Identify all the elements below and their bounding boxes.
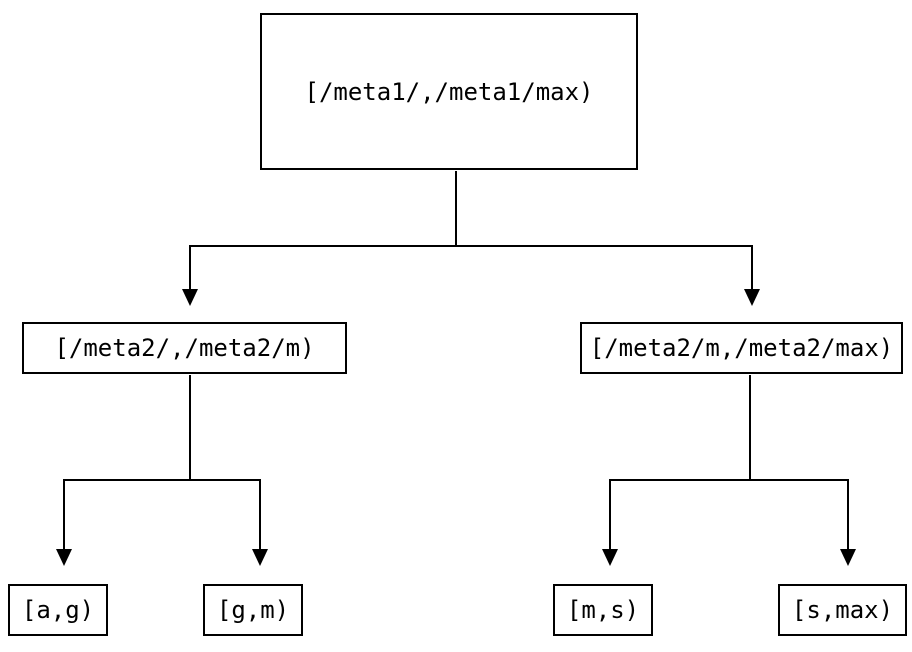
node-meta1-root: [/meta1/,/meta1/max)	[260, 13, 638, 170]
node-leaf-m-s: [m,s)	[553, 584, 653, 636]
arrow-down-icon	[56, 549, 72, 566]
arrow-down-icon	[182, 289, 198, 306]
node-meta2-right: [/meta2/m,/meta2/max)	[580, 322, 903, 374]
node-leaf-s-max: [s,max)	[778, 584, 907, 636]
edge-right-branch	[609, 479, 849, 549]
arrow-down-icon	[840, 549, 856, 566]
arrow-down-icon	[602, 549, 618, 566]
arrow-down-icon	[744, 289, 760, 306]
edge-root-branch	[189, 245, 753, 289]
node-leaf-g-m: [g,m)	[203, 584, 303, 636]
edge-left-branch	[63, 479, 261, 549]
node-leaf-a-g: [a,g)	[8, 584, 108, 636]
node-meta2-left: [/meta2/,/meta2/m)	[22, 322, 347, 374]
arrow-down-icon	[252, 549, 268, 566]
